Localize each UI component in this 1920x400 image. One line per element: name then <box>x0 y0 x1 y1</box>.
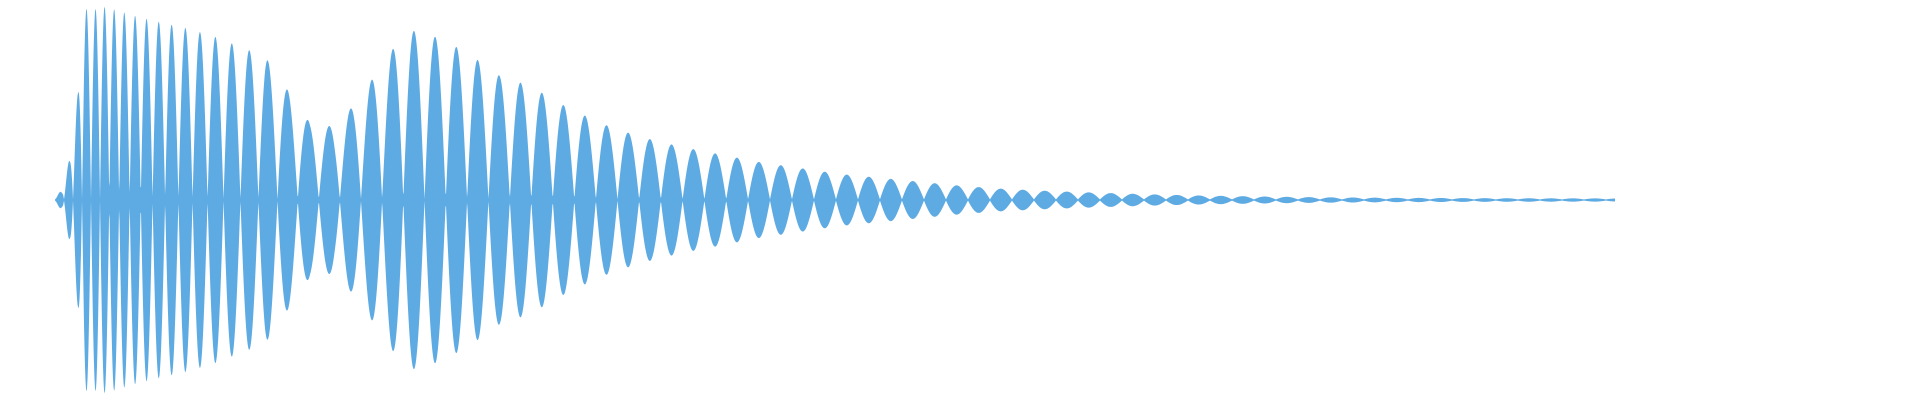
waveform-envelope <box>55 6 1615 394</box>
